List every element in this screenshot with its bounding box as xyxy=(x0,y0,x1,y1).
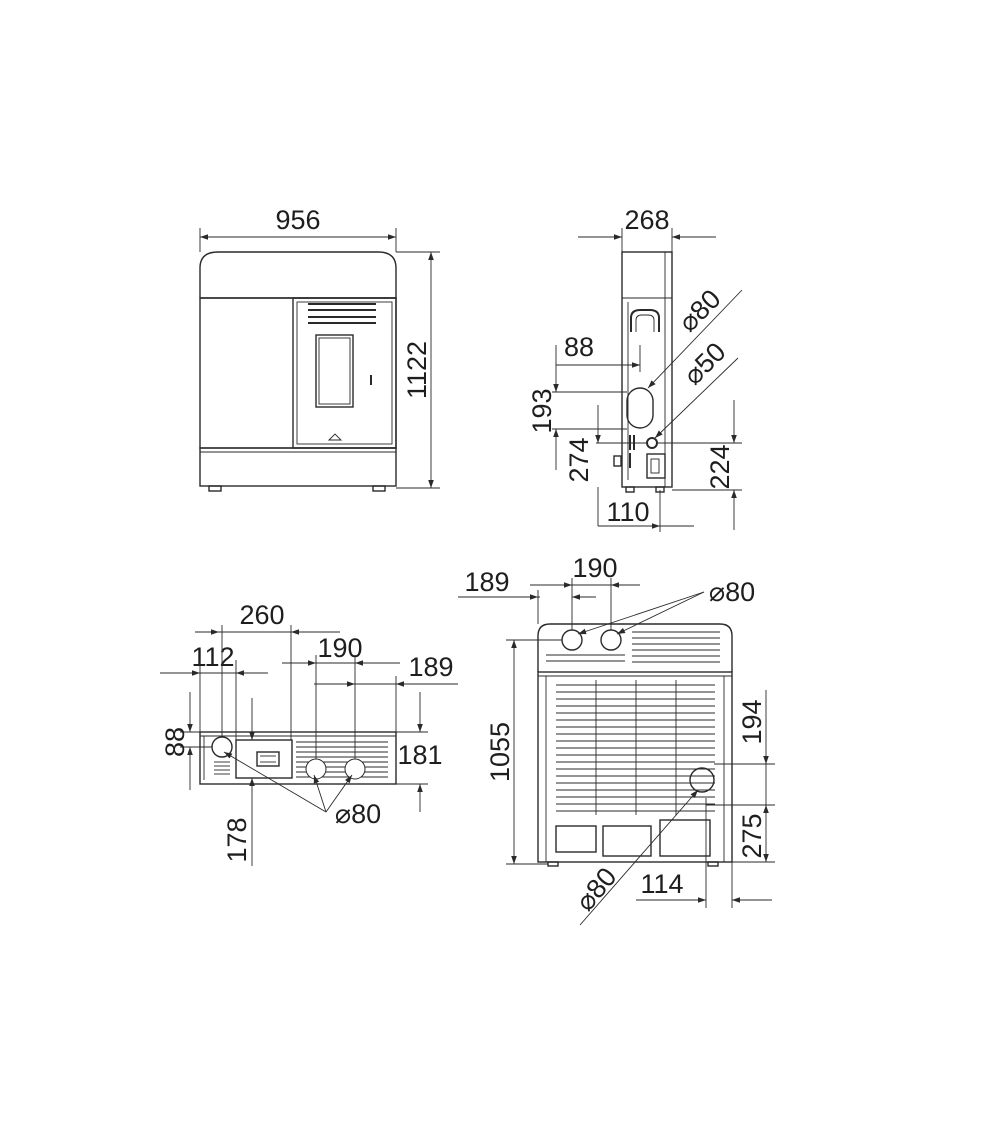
side-connector-box xyxy=(646,453,666,479)
dim-side-inlet-offset: 88 xyxy=(564,332,594,362)
side-view: 268 88 193 274 224 110 ⌀80 ⌀50 xyxy=(527,205,743,532)
dim-top-depth-178: 178 xyxy=(222,817,252,862)
rear-motor-box xyxy=(659,819,711,857)
dim-side-outlet-height: 274 xyxy=(564,437,594,482)
front-top-panel xyxy=(199,251,397,298)
rear-control-board xyxy=(602,825,652,857)
dim-rear-height-1055: 1055 xyxy=(485,722,515,782)
dim-side-inlet-height: 193 xyxy=(527,388,557,433)
dim-top-depth-181: 181 xyxy=(397,740,442,770)
dim-rear-offset-189: 189 xyxy=(464,567,509,597)
dim-side-diameter-80: ⌀80 xyxy=(673,284,727,338)
rear-top-panel xyxy=(537,623,733,672)
dim-side-outlet-offset: 110 xyxy=(606,497,649,527)
dim-rear-lower-114: 114 xyxy=(640,869,683,899)
top-view: 260 112 190 189 88 181 178 xyxy=(160,600,458,866)
side-vent-slots xyxy=(629,435,635,468)
front-body xyxy=(199,297,397,449)
dim-top-offset-260: 260 xyxy=(239,600,284,630)
top-hopper-lid xyxy=(235,739,293,779)
rear-vent-panel xyxy=(556,680,715,815)
dim-front-width: 956 xyxy=(275,205,320,235)
dim-top-offset-112: 112 xyxy=(191,642,234,672)
dim-rear-diameter-80-bottom: ⌀80 xyxy=(570,862,623,917)
rear-foot-left xyxy=(547,861,559,867)
rear-foot-right xyxy=(707,861,719,867)
dim-side-depth: 268 xyxy=(624,205,669,235)
viewing-window xyxy=(315,334,354,408)
front-foot-right xyxy=(372,485,386,492)
brand-logo-mark xyxy=(327,433,343,441)
top-flue-left-80 xyxy=(305,758,327,780)
dim-top-diameter-80: ⌀80 xyxy=(335,799,381,829)
dim-top-offset-189: 189 xyxy=(408,652,453,682)
rear-panel-left xyxy=(555,825,597,853)
side-outlet-50 xyxy=(646,437,658,449)
stove-door xyxy=(292,297,397,449)
side-body xyxy=(621,251,673,488)
dim-rear-inlet-194: 194 xyxy=(737,699,767,744)
top-flue-right-80 xyxy=(344,758,366,780)
side-foot-left xyxy=(625,486,635,493)
top-hopper-handle xyxy=(256,751,280,767)
side-plug xyxy=(613,455,622,467)
front-view: 956 1122 xyxy=(199,205,440,492)
rear-view: 189 190 ⌀80 1055 194 275 114 ⌀80 xyxy=(458,553,775,926)
dim-rear-spacing-190: 190 xyxy=(572,553,617,583)
top-vent-small xyxy=(214,761,230,775)
rear-flue-right-80 xyxy=(600,629,622,651)
dim-rear-lower-275: 275 xyxy=(737,813,767,858)
dim-top-depth-88: 88 xyxy=(160,727,190,757)
dim-top-spacing-190: 190 xyxy=(317,633,362,663)
rear-body xyxy=(537,671,733,863)
dim-side-diameter-50: ⌀50 xyxy=(678,337,732,391)
top-outline xyxy=(199,731,397,785)
dim-side-lower-height: 224 xyxy=(705,444,735,489)
side-loop-pipe xyxy=(630,309,660,332)
dim-front-height: 1122 xyxy=(402,341,432,399)
dim-rear-diameter-80-top: ⌀80 xyxy=(709,577,755,607)
front-foot-left xyxy=(208,485,222,492)
top-inlet-80 xyxy=(211,736,233,758)
rear-top-vents xyxy=(546,631,720,663)
front-base xyxy=(199,447,397,487)
rear-flue-left-80 xyxy=(561,629,583,651)
side-inlet-80 xyxy=(626,387,654,429)
front-vent-grille xyxy=(308,303,376,324)
rear-lower-inlet-80 xyxy=(689,767,715,793)
